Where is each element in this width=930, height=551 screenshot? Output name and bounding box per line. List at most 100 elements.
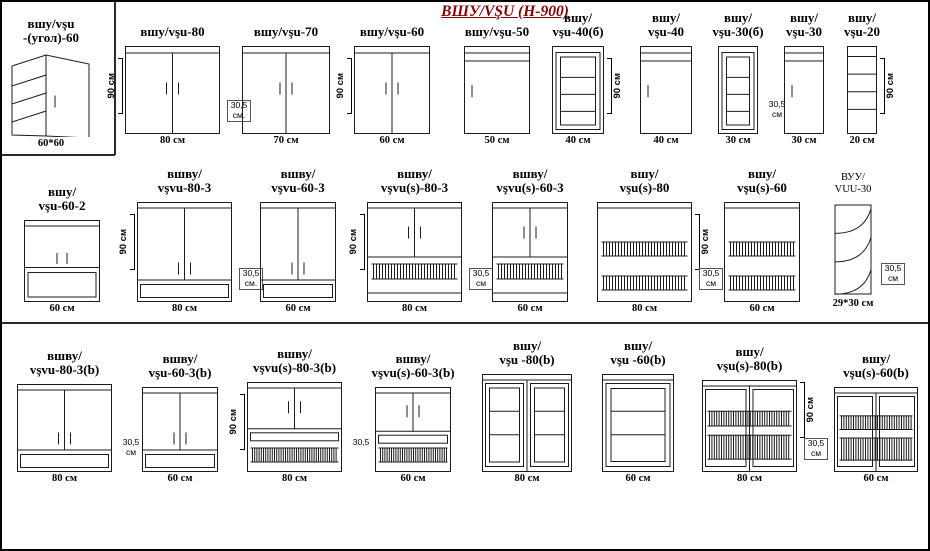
cabinet-name-label: вшу/vşu-40 <box>648 10 684 40</box>
cabinet-name-line: vşu-40 <box>647 24 685 40</box>
cabinet-item-vsu-60b: вшу/vşu -60(b) 60 cм <box>602 330 674 490</box>
dimension-bracket <box>879 58 885 114</box>
height-dimension: 90 см <box>348 214 365 270</box>
cabinet-size-label: 30 cм <box>725 135 751 146</box>
cabinet-name-line: vşu(s)-60 <box>737 180 787 196</box>
cabinet-name-line: вшу/ <box>563 9 593 25</box>
cabinet-name-line: -(угол)-60 <box>22 30 80 46</box>
cabinet-size-label: 60 cм <box>49 303 75 314</box>
cabinet-item-vsvu-60-3: вшву/vşvu-60-3 60 cм <box>260 158 336 320</box>
depth-dimension-line: см <box>705 277 717 288</box>
dimension-bracket <box>799 382 805 438</box>
cabinet-name-line: вшу/ <box>747 165 777 181</box>
depth-dimension-line: см. <box>244 277 258 288</box>
depth-dimension-line: 30,5 <box>242 268 260 278</box>
cabinet-name-line: вшву/ <box>512 165 548 181</box>
cabinet-name-label: вшву/vşvu-60-3 <box>271 158 324 196</box>
cabinet-name-line: вшу/ <box>512 337 542 353</box>
cabinet-item-vsu-60: вшу/vşu-60 60 cм 90 см <box>335 10 430 152</box>
cabinet-drawing <box>832 202 874 297</box>
cabinet-size-label: 60 cм <box>517 303 543 314</box>
cabinet-name-line: вшу/ <box>723 9 753 25</box>
cabinet-size-label: 80 cм <box>52 473 77 484</box>
cabinet-name-line: vşvu(s)-80-3 <box>380 180 449 196</box>
cabinet-name-line: вшу/ <box>630 165 659 181</box>
cabinet-item-vsu-80b: вшу/vşu -80(b) 80 cм <box>482 330 572 490</box>
cabinet-name-line: вшву/ <box>395 350 431 366</box>
cabinet-name-line: вшву/ <box>280 165 316 181</box>
cabinet-drawing <box>10 52 92 137</box>
cabinet-name-line: вшу/ <box>735 343 764 359</box>
cabinet-name-label: вшу/vşu -80(b) <box>499 330 554 368</box>
cabinet-item-vsu-20: вшу/vşu-20 20 cм 90 см <box>843 9 896 152</box>
height-dimension-label: 90 см <box>884 73 896 99</box>
depth-dimension-line: 30,5 <box>702 268 720 278</box>
cabinet-drawing <box>137 202 232 302</box>
cabinet-name-label: вшу/vşu(s)-60(b) <box>843 330 909 381</box>
cabinet-name-line: vşvu-80-3(b) <box>29 362 100 378</box>
cabinet-size-label: 40 cм <box>565 135 591 146</box>
cabinet-name-line: vşu(s)-60(b) <box>843 365 909 381</box>
depth-dimension-line: см <box>887 272 899 283</box>
cabinet-name-line: вшу/ <box>847 9 877 25</box>
cabinet-drawing <box>847 46 877 134</box>
cabinet-item-vsvu-s-60-3: вшву/vşvu(s)-60-3 60 cм <box>492 158 568 320</box>
cabinet-drawing <box>724 202 800 302</box>
cabinet-name-label: вшу/vşu -60(b) <box>610 330 665 368</box>
cabinet-drawing <box>464 46 530 134</box>
height-dimension-label: 90 см <box>228 409 239 435</box>
cabinet-size-label: 29*30 cм <box>832 298 874 309</box>
cabinet-name-label: вшу/vşu-60 <box>360 10 424 40</box>
cabinet-name-label: вшу/vşu-40(б) <box>552 10 603 40</box>
cabinet-size-label: 60 cм <box>625 473 651 484</box>
height-dimension: 90 см <box>228 394 245 450</box>
cabinet-name-line: ВУУ/ <box>841 172 865 184</box>
cabinet-size-label: 60 cм <box>285 303 311 314</box>
cabinet-size-label: 20 cм <box>849 135 875 146</box>
cabinet-size-label: 60 cм <box>400 473 426 484</box>
cabinet-name-label: вшу/vşu-80 <box>140 10 204 40</box>
cabinet-drawing <box>367 202 462 302</box>
cabinet-name-line: вшву/ <box>277 345 312 361</box>
cabinet-size-label: 80 cм <box>632 303 657 314</box>
cabinet-size-label: 80 cм <box>514 473 540 484</box>
depth-dimension-line: см <box>771 108 783 119</box>
cabinet-name-label: вшву/vşvu(s)-60-3 <box>496 158 563 196</box>
divider-vertical-corner-cell <box>114 2 116 155</box>
cabinet-name-line: vşu-20 <box>843 24 881 40</box>
cabinet-drawing <box>640 46 692 134</box>
cabinet-size-label: 80 cм <box>160 135 185 146</box>
depth-dimension-line: см. <box>232 109 246 120</box>
height-dimension-label: 90 см <box>335 73 346 99</box>
cabinet-name-label: вшу/vşu-50 <box>465 10 529 40</box>
cabinet-name-label: ВУУ/VUU-30 <box>835 158 872 196</box>
cabinet-size-label: 80 cм <box>402 303 427 314</box>
cabinet-drawing <box>834 387 918 472</box>
cabinet-drawing <box>354 46 430 134</box>
cabinet-name-line: вшу/ <box>651 9 681 25</box>
depth-dimension-label: 30,5 <box>349 437 373 448</box>
cabinet-drawing <box>375 387 451 472</box>
depth-dimension-line: см <box>475 277 487 288</box>
cabinet-name-label: вшву/vşvu-80-3(b) <box>30 330 99 378</box>
cabinet-name-line: вшу/vşu-70 <box>253 24 319 40</box>
height-dimension-label: 90 см <box>699 229 711 255</box>
cabinet-size-label: 60 cм <box>379 135 405 146</box>
cabinet-name-label: вшу/vşu-30 <box>786 10 822 40</box>
depth-dimension-line: 30,5 <box>472 268 490 278</box>
cabinet-size-label: 80 cм <box>172 303 197 314</box>
cabinet-drawing <box>482 374 572 472</box>
